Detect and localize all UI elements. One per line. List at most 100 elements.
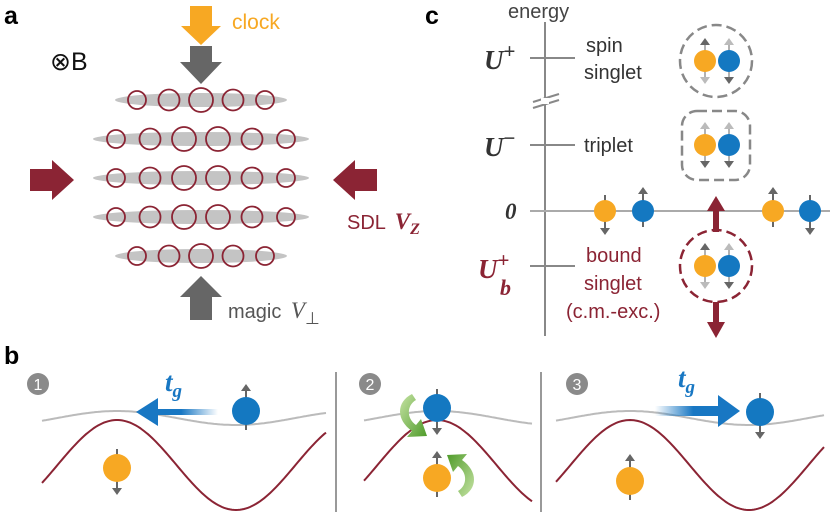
spin-down-icon — [724, 77, 734, 84]
lattice-site — [255, 90, 275, 110]
spin-down-icon — [700, 161, 710, 168]
hop-right-arrow-icon — [655, 395, 740, 427]
spin-down-icon — [724, 282, 734, 289]
atom-orange — [694, 255, 716, 277]
spin-up-icon — [700, 122, 710, 129]
deep-lattice-curve — [41, 419, 327, 512]
atom-blue — [746, 398, 774, 426]
lattice-site — [221, 88, 245, 112]
lattice-site — [276, 168, 296, 188]
lattice-site — [205, 204, 231, 230]
atom-blue — [718, 50, 740, 72]
level-subscript-u-bound: b — [500, 275, 511, 300]
spin-up-icon — [625, 454, 635, 461]
spin-down-icon — [805, 228, 815, 235]
panel-c-label: c — [425, 2, 439, 30]
clock-label: clock — [232, 11, 280, 34]
shallow-lattice-curve — [41, 410, 327, 426]
lattice-site — [171, 126, 197, 152]
step-badge-2 — [359, 373, 381, 395]
spin-up-icon — [241, 384, 251, 391]
panel-a-label: a — [4, 2, 19, 30]
panel-c-atoms — [594, 38, 821, 289]
lattice-site — [276, 129, 296, 149]
step-badge-3 — [566, 373, 588, 395]
lattice-site — [205, 165, 231, 191]
spin-exchange-arrow-top-icon — [400, 394, 427, 437]
lattice-site — [157, 244, 181, 268]
atom-orange — [762, 200, 784, 222]
step-number-3: 3 — [573, 377, 582, 394]
lattice-site — [138, 166, 162, 190]
lattice-tube — [93, 171, 309, 185]
magnetic-field-symbol: ⊗B — [50, 48, 88, 76]
level-label-triplet: triplet — [584, 135, 633, 157]
level-label-spin-singlet: spin singlet — [584, 35, 642, 84]
spin-exchange-arrow-bottom-icon — [447, 454, 474, 497]
spin-down-icon — [755, 432, 765, 439]
panel-b-label: b — [4, 342, 19, 370]
lattice-site — [205, 126, 231, 152]
sdl-beam-left-arrow-icon — [30, 160, 74, 200]
atom-blue — [799, 200, 821, 222]
optical-lattice — [93, 87, 309, 269]
spin-down-icon — [724, 161, 734, 168]
spin-up-icon — [724, 122, 734, 129]
deep-lattice-curve — [555, 418, 825, 511]
lattice-site — [240, 205, 264, 229]
step-badge-1 — [27, 373, 49, 395]
spin-down-icon — [432, 428, 442, 435]
atom-blue — [423, 394, 451, 422]
lattice-site — [106, 168, 126, 188]
clock-beam-arrow-gray-icon — [180, 46, 222, 84]
atom-orange — [103, 454, 131, 482]
lattice-tube — [115, 93, 287, 107]
lattice-site — [171, 165, 197, 191]
lattice-site — [127, 90, 147, 110]
level-label-bound-singlet: bound singlet (c.m.-exc.) — [566, 245, 660, 323]
level-symbol-u-minus: U− — [484, 126, 515, 162]
magic-beam-arrow-icon — [180, 276, 222, 320]
clock-beam-arrow-icon — [181, 6, 221, 45]
hop-label-step-3: tg — [678, 363, 695, 398]
lattice-site — [276, 207, 296, 227]
atom-blue — [718, 134, 740, 156]
spin-up-icon — [700, 38, 710, 45]
step-number-2: 2 — [366, 377, 375, 394]
spin-up-icon — [700, 243, 710, 250]
lattice-tube — [93, 210, 309, 224]
lattice-site — [188, 243, 214, 269]
atom-blue — [632, 200, 654, 222]
lattice-potential-curves — [41, 410, 825, 512]
energy-axis-label: energy — [508, 1, 569, 23]
lattice-site — [240, 166, 264, 190]
hop-label-step-1: tg — [165, 367, 182, 402]
atom-orange — [694, 50, 716, 72]
level-symbol-u-plus: U+ — [484, 39, 515, 75]
atom-blue — [718, 255, 740, 277]
lattice-site — [127, 246, 147, 266]
lattice-tube — [115, 249, 287, 263]
lattice-site — [171, 204, 197, 230]
spin-down-icon — [700, 282, 710, 289]
lattice-site — [106, 207, 126, 227]
lattice-site — [188, 87, 214, 113]
spin-down-icon — [600, 228, 610, 235]
cm-excitation-arrow-icon — [707, 196, 725, 232]
spin-down-icon — [112, 488, 122, 495]
spin-up-icon — [768, 187, 778, 194]
lattice-tube — [93, 132, 309, 146]
spin-singlet-state-box — [678, 23, 754, 99]
lattice-site — [106, 129, 126, 149]
sdl-label: SDL VZ — [347, 209, 420, 238]
level-symbol-u-bound: U+ — [478, 248, 509, 284]
atom-blue — [232, 397, 260, 425]
atom-orange — [423, 464, 451, 492]
spin-down-icon — [700, 77, 710, 84]
atom-orange — [616, 467, 644, 495]
cm-excitation-arrow-down-icon — [707, 302, 725, 338]
hop-left-arrow-icon — [136, 398, 218, 426]
atom-orange — [694, 134, 716, 156]
spin-up-icon — [638, 187, 648, 194]
